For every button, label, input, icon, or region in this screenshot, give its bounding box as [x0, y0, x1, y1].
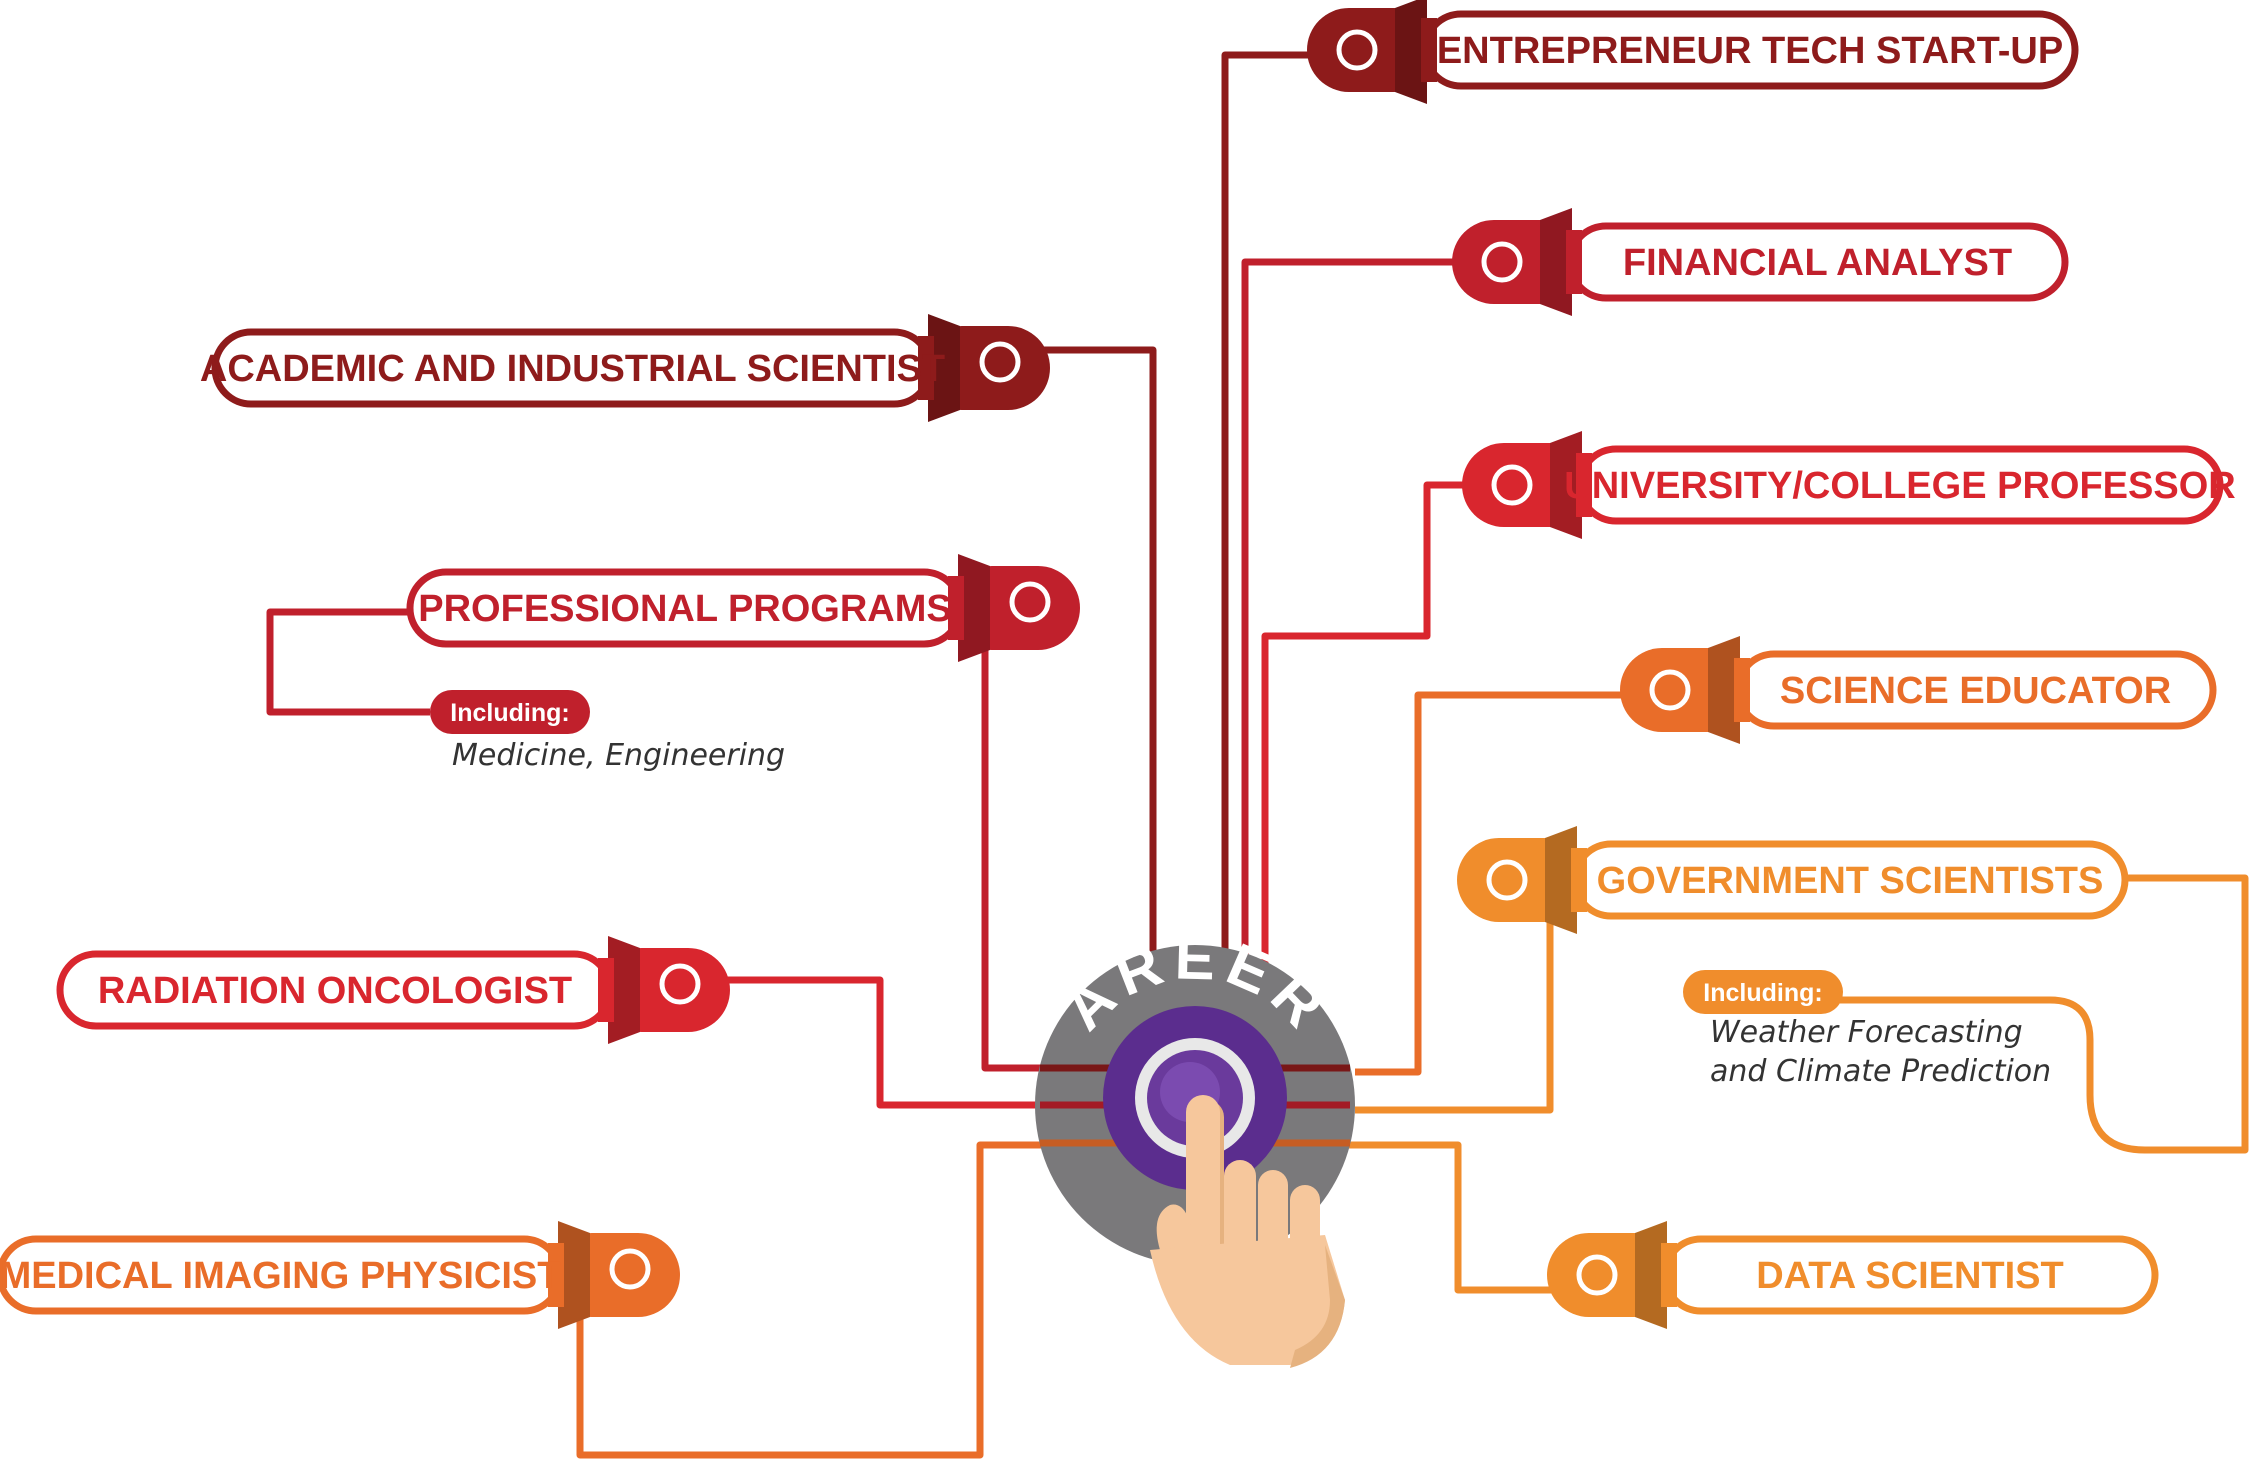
career-node-educator[interactable]: SCIENCE EDUCATOR [1620, 636, 2217, 744]
badge-label: Including: [1703, 979, 1822, 1007]
circle-ring-icon [1649, 669, 1691, 711]
circle-ring-icon [1009, 581, 1051, 623]
node-fold [1545, 826, 1577, 934]
career-nodes: ENTREPRENEUR TECH START-UP FINANCIAL ANAL… [0, 0, 2236, 1329]
pointing-hand-icon [1150, 1095, 1345, 1368]
node-pill-edge [598, 958, 614, 1022]
circle-ring-icon [1486, 859, 1528, 901]
node-fold [558, 1221, 590, 1329]
badge-bg [430, 690, 590, 734]
note-line: and Climate Prediction [1710, 1054, 2051, 1089]
hub-label: CAREERS [0, 0, 1342, 1045]
career-label: ACADEMIC AND INDUSTRIAL SCIENTIST [200, 348, 945, 390]
career-node-entrepreneur[interactable]: ENTREPRENEUR TECH START-UP [1307, 0, 2079, 104]
circle-ring-icon [1336, 29, 1378, 71]
circle-ring-icon [1576, 1254, 1618, 1296]
node-fold [1635, 1221, 1667, 1329]
career-node-financial[interactable]: FINANCIAL ANALYST [1452, 208, 2069, 316]
including-badge: Including: [430, 690, 590, 734]
connector-radiation [670, 976, 1040, 1109]
career-node-professional[interactable]: PROFESSIONAL PROGRAMS [406, 554, 1080, 662]
node-pill-edge [1576, 453, 1592, 517]
node-fold [928, 314, 960, 422]
career-node-professor[interactable]: UNIVERSITY/COLLEGE PROFESSOR [1462, 431, 2236, 539]
node-pill-edge [548, 1243, 564, 1307]
career-label: MEDICAL IMAGING PHYSICIST [0, 1255, 560, 1297]
career-label: SCIENCE EDUCATOR [1780, 670, 2171, 712]
circle-ring-icon [1481, 241, 1523, 283]
circle-ring-icon [609, 1248, 651, 1290]
connector-professor [1261, 481, 1520, 1065]
circle-ring-icon [1491, 464, 1533, 506]
node-fold [1550, 431, 1582, 539]
including-badge: Including: [1683, 970, 1843, 1014]
career-node-data[interactable]: DATA SCIENTIST [1547, 1221, 2159, 1329]
node-pill-edge [1661, 1243, 1677, 1307]
node-pill-edge [948, 576, 964, 640]
connector-financial [1241, 258, 1510, 1065]
career-label: PROFESSIONAL PROGRAMS [418, 588, 951, 630]
badge-bg [1683, 970, 1843, 1014]
career-node-medical[interactable]: MEDICAL IMAGING PHYSICIST [0, 1221, 680, 1329]
career-node-academic[interactable]: ACADEMIC AND INDUSTRIAL SCIENTIST [200, 314, 1050, 422]
node-fold [958, 554, 990, 662]
node-pill-edge [1734, 658, 1750, 722]
node-fold [1395, 0, 1427, 104]
connector-professional-note [266, 608, 430, 716]
node-fold [608, 936, 640, 1044]
connector-medical [576, 1141, 1060, 1459]
badge-label: Including: [450, 699, 569, 727]
career-node-government[interactable]: GOVERNMENT SCIENTISTS [1457, 826, 2129, 934]
career-label: ENTREPRENEUR TECH START-UP [1437, 30, 2063, 72]
career-label: FINANCIAL ANALYST [1623, 242, 2012, 284]
circle-ring-icon [979, 341, 1021, 383]
connector-educator [1355, 691, 1678, 1076]
node-pill-edge [1421, 18, 1437, 82]
node-pill-edge [1566, 230, 1582, 294]
circle-ring-icon [659, 963, 701, 1005]
note-line: Medicine, Engineering [452, 738, 785, 773]
node-pill-edge [1571, 848, 1587, 912]
connector-government-note [1840, 874, 2249, 1154]
career-label: UNIVERSITY/COLLEGE PROFESSOR [1564, 465, 2235, 507]
node-pill-edge [918, 336, 934, 400]
career-label: GOVERNMENT SCIENTISTS [1597, 860, 2104, 902]
connector-government [1355, 890, 1554, 1114]
node-fold [1540, 208, 1572, 316]
node-fold [1708, 636, 1740, 744]
note-line: Weather Forecasting [1710, 1015, 2023, 1050]
career-label: RADIATION ONCOLOGIST [98, 970, 572, 1012]
career-node-radiation[interactable]: RADIATION ONCOLOGIST [56, 936, 730, 1044]
connector-data [1345, 1141, 1605, 1294]
career-label: DATA SCIENTIST [1756, 1255, 2064, 1297]
